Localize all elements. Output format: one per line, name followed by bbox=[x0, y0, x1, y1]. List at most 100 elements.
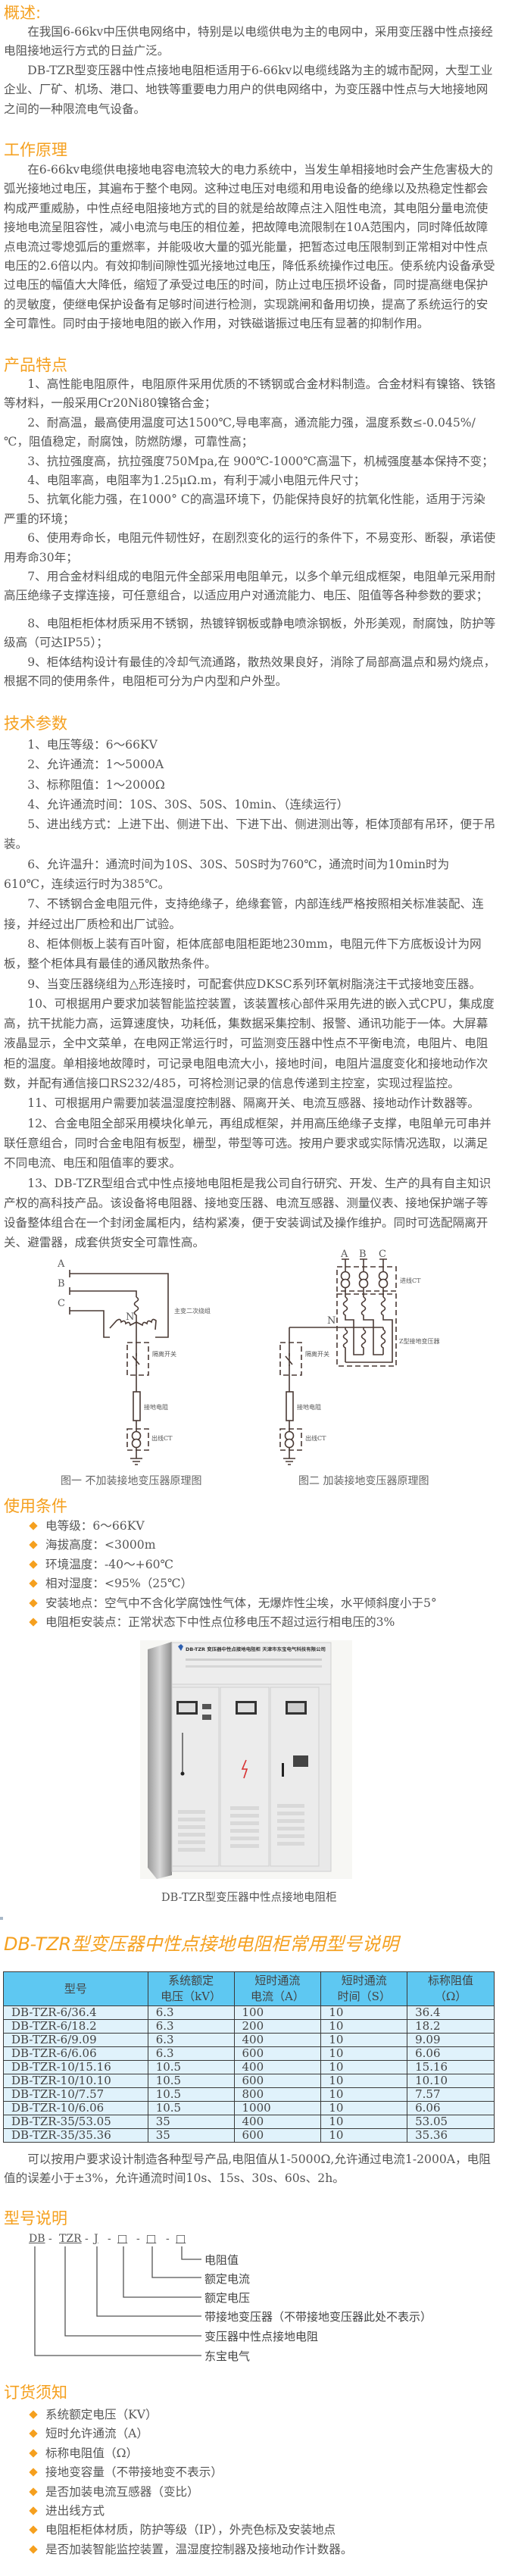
tech-item: 10、可根据用户要求加装智能监控装置，该装置核心部件采用先进的嵌入式CPU，集成… bbox=[4, 996, 495, 1091]
fig2-resistor-label: 接地电阻 bbox=[297, 1403, 321, 1411]
code-label-resistance: 电阻值 bbox=[204, 2253, 239, 2267]
danger-lightning-icon bbox=[241, 1759, 248, 1779]
diamond-bullet-icon bbox=[29, 1540, 38, 1550]
column-header: 系统额定 电压（kV） bbox=[147, 1971, 235, 2006]
table-cell: 200 bbox=[233, 2019, 322, 2034]
table-cell: 10 bbox=[320, 2019, 408, 2034]
code-separator: - bbox=[108, 2233, 111, 2245]
table-cell: 10 bbox=[320, 2074, 408, 2088]
tech-item: 2、允许通流：1～5000A bbox=[27, 758, 164, 772]
diamond-bullet-icon bbox=[29, 1560, 38, 1569]
ordering-item: 是否加装智能监控装置，温湿度控制器及接地动作计数器。 bbox=[29, 2540, 352, 2559]
item-text: 电阻柜柜体材质，防护等级（IP），外壳色标及安装地点 bbox=[45, 2523, 336, 2537]
table-cell: 10 bbox=[320, 2046, 408, 2061]
code-label-current: 额定电流 bbox=[204, 2272, 251, 2286]
table-cell: 600 bbox=[233, 2046, 322, 2061]
code-part-resistance: □ bbox=[176, 2233, 186, 2245]
figure-2-labels: A B C N 进线CT Z型接地变压器 隔离开关 接地电阻 出线CT bbox=[297, 1249, 440, 1442]
table-cell: 36.4 bbox=[407, 2005, 495, 2020]
table-cell: 10 bbox=[320, 2087, 408, 2102]
feature-item: 6、使用寿命长，电阻元件韧性好，在剧烈变化的运行的条件下，不易变形、断裂，承诺使… bbox=[4, 531, 496, 564]
table-cell: 18.2 bbox=[407, 2019, 495, 2034]
fig1-resistor-label: 接地电阻 bbox=[144, 1403, 168, 1411]
tech-item: 13、DB-TZR型组合式中性点接地电阻柜是我公司自行研究、开发、生产的具有自主… bbox=[4, 1176, 492, 1250]
item-text: 进出线方式 bbox=[45, 2504, 105, 2518]
item-text: 标称电阻值（Ω） bbox=[45, 2446, 139, 2460]
cabinet-nameplate: DB-TZR 变压器中性点接地电阻柜 天津市东宝电气科技有限公司 bbox=[186, 1646, 326, 1652]
item-text: 短时允许通流（A） bbox=[45, 2427, 149, 2441]
fig2-label-a: A bbox=[340, 1249, 348, 1260]
overview-text: 在我国6-66kv中压供电网络中，特别是以电缆供电为主的电网中，采用变压器中性点… bbox=[4, 23, 496, 119]
condition-item: 海拔高度：<3000m bbox=[29, 1536, 437, 1555]
table-cell: 9.09 bbox=[407, 2033, 495, 2047]
table-cell: 100 bbox=[233, 2005, 322, 2020]
features-list: 1、高性能电阻原件，电阻原件采用优质的不锈钢或合金材料制造。合金材料有镍铬、铁铬… bbox=[4, 375, 496, 692]
tech-item: 1、电压等级：6～66KV bbox=[27, 738, 158, 752]
code-separator: - bbox=[166, 2233, 170, 2245]
table-cell: DB-TZR-6/18.2 bbox=[3, 2019, 148, 2034]
fig1-switch-label: 隔离开关 bbox=[152, 1350, 176, 1358]
item-text: 系统额定电压（KV） bbox=[45, 2408, 158, 2421]
condition-item: 环境温度：-40～+60℃ bbox=[29, 1555, 437, 1574]
tech-item: 11、可根据用户需要加装温湿度控制器、隔离开关、电流互感器、接地动作计数器等。 bbox=[27, 1096, 479, 1111]
switch-box-2 bbox=[279, 1342, 302, 1376]
table-cell: 800 bbox=[233, 2087, 322, 2102]
diamond-bullet-icon bbox=[29, 2449, 38, 2458]
table-cell: 6.3 bbox=[147, 2019, 235, 2034]
tech-item: 3、标称阻值：1～2000Ω bbox=[27, 777, 165, 792]
tech-item: 4、允许通流时间：10S、30S、50S、10min、（连续运行） bbox=[27, 797, 349, 811]
table-cell: 6.3 bbox=[147, 2005, 235, 2020]
table-cell: DB-TZR-6/9.09 bbox=[3, 2033, 148, 2047]
diamond-bullet-icon bbox=[29, 2525, 38, 2535]
fig2-transformer-label: Z型接地变压器 bbox=[399, 1337, 440, 1345]
diamond-bullet-icon bbox=[29, 2468, 38, 2477]
ordering-item: 系统额定电压（KV） bbox=[29, 2406, 352, 2424]
models-title: DB-TZR型变压器中性点接地电阻柜常用型号说明 bbox=[4, 1934, 399, 1955]
table-cell: DB-TZR-10/10.10 bbox=[3, 2074, 148, 2088]
condition-item: 安装地点：空气中不含化学腐蚀性气体，无爆炸性尘埃，水平倾斜度小于5° bbox=[29, 1594, 437, 1613]
features-heading: 产品特点 bbox=[4, 356, 67, 374]
table-cell: 10 bbox=[320, 2101, 408, 2115]
fig2-label-n: N bbox=[327, 1315, 336, 1327]
table-cell: 6.06 bbox=[407, 2046, 495, 2061]
table-cell: 10.5 bbox=[147, 2060, 235, 2074]
code-label-voltage: 额定电压 bbox=[204, 2291, 251, 2305]
ordering-item: 短时允许通流（A） bbox=[29, 2424, 352, 2443]
table-cell: 400 bbox=[233, 2060, 322, 2074]
diamond-bullet-icon bbox=[29, 1521, 38, 1530]
table-cell: 35 bbox=[147, 2115, 235, 2129]
fig1-label-n: N bbox=[126, 1311, 134, 1323]
principle-heading: 工作原理 bbox=[4, 141, 67, 159]
section-marker bbox=[0, 1917, 3, 1920]
feature-item: 5、抗氧化能力强，在1000° C的高温环境下，仍能保持良好的抗氧化性能，适用于… bbox=[4, 492, 485, 526]
table-cell: 400 bbox=[233, 2033, 322, 2047]
table-cell: 10.5 bbox=[147, 2101, 235, 2115]
item-text: 环境温度：-40～+60℃ bbox=[45, 1557, 174, 1571]
table-cell: 10.5 bbox=[147, 2074, 235, 2088]
diamond-bullet-icon bbox=[29, 1579, 38, 1588]
table-cell: 10 bbox=[320, 2128, 408, 2143]
ordering-item: 进出线方式 bbox=[29, 2502, 352, 2521]
table-cell: 53.05 bbox=[407, 2115, 495, 2129]
models-table: 型号系统额定 电压（kV）短时通流 电流（A）短时通流 时间（S）标称阻值 （Ω… bbox=[3, 1971, 495, 2143]
table-cell: 10 bbox=[320, 2005, 408, 2020]
ordering-heading: 订货须知 bbox=[4, 2384, 67, 2402]
code-separator: - bbox=[85, 2233, 89, 2245]
tech-item: 9、当变压器绕组为△形连接时，可配套供应DKSC系列环氧树脂浇注干式接地变压器。 bbox=[27, 977, 482, 991]
diamond-bullet-icon bbox=[29, 2506, 38, 2515]
feature-item: 1、高性能电阻原件，电阻原件采用优质的不锈钢或合金材料制造。合金材料有镍铬、铁铬… bbox=[4, 377, 496, 411]
item-text: 电阻柜安装点：正常状态下中性点位移电压不超过运行相电压的3% bbox=[45, 1615, 395, 1630]
product-cabinet-image: DB-TZR 变压器中性点接地电阻柜 天津市东宝电气科技有限公司 bbox=[140, 1640, 352, 1879]
code-part-voltage: □ bbox=[117, 2233, 128, 2245]
item-text: 海拔高度：<3000m bbox=[45, 1538, 156, 1552]
tech-item: 7、不锈钢合金电阻元件，支持绝缘子，绝缘套管，内部连线严格按照相关标准装配、连接… bbox=[4, 897, 484, 931]
item-text: 是否加装电流互感器（变比） bbox=[45, 2484, 199, 2499]
principle-text: 在6-66kv电缆供电接地电容电流较大的电力系统中，当发生单相接地时会产生危害极… bbox=[4, 161, 496, 334]
code-label-brand: 东宝电气 bbox=[204, 2349, 251, 2363]
item-text: 电等级：6～66KV bbox=[45, 1519, 145, 1533]
